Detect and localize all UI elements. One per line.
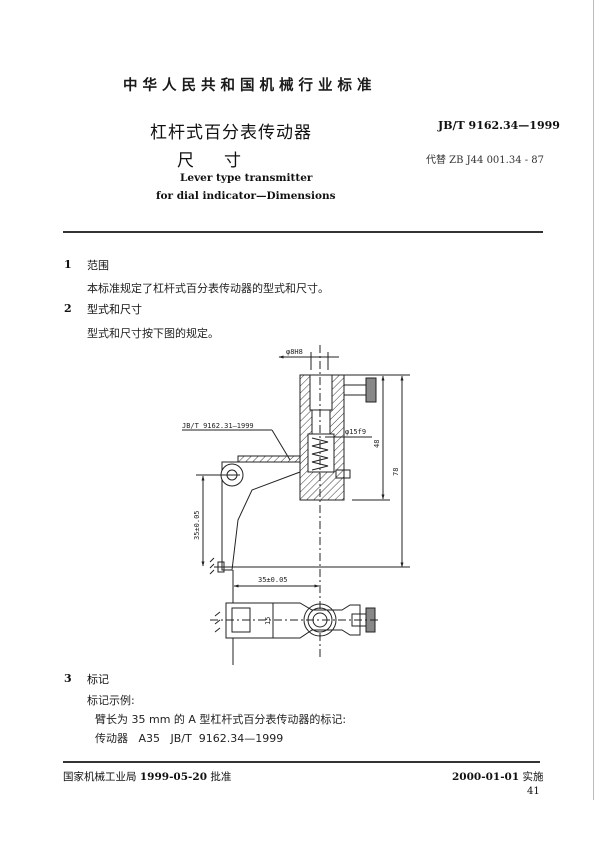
- title-english-line1: Lever type transmitter: [180, 172, 313, 184]
- standard-number: JB/T 9162.34—1999: [438, 119, 560, 132]
- approval-info: 国家机械工业局 1999-05-20 批准: [63, 769, 231, 784]
- section-2-title: 型式和尺寸: [87, 303, 142, 316]
- approval-label: 批准: [210, 771, 232, 783]
- dim-vertical-arm-label: 35±0.05: [193, 510, 201, 540]
- marking-example-label: 标记示例:: [87, 694, 135, 707]
- effective-info: 2000-01-01 实施: [452, 769, 544, 784]
- dim-bore-label: φ8H8: [286, 348, 303, 356]
- title-chinese-line1: 杠杆式百分表传动器: [150, 123, 312, 143]
- dim-width-label: 15: [264, 617, 272, 625]
- approval-date: 1999-05-20: [139, 771, 208, 783]
- replaces-standard: 代替 ZB J44 001.34 - 87: [426, 155, 545, 166]
- dim-shaft-label: φ15f9: [345, 428, 366, 436]
- page-number: 41: [527, 786, 540, 797]
- callout-reference: JB/T 9162.31—1999: [182, 422, 254, 430]
- dim-48-label: 48: [373, 440, 381, 448]
- approval-org: 国家机械工业局: [63, 771, 137, 783]
- title-chinese-line2: 尺寸: [177, 151, 271, 171]
- section-3-number: 3: [64, 672, 72, 685]
- scan-artifact-line: [593, 0, 594, 800]
- title-english-line2: for dial indicator—Dimensions: [156, 190, 336, 202]
- section-1-title: 范围: [87, 259, 109, 272]
- footer-divider: [63, 761, 540, 763]
- section-3-title: 标记: [87, 673, 109, 686]
- dim-78-label: 78: [392, 468, 400, 476]
- section-2-number: 2: [64, 302, 72, 315]
- section-1-number: 1: [64, 258, 72, 271]
- section-1-body: 本标准规定了杠杆式百分表传动器的型式和尺寸。: [87, 282, 329, 295]
- header-divider: [63, 231, 543, 233]
- marking-example-code: 传动器 A35 JB/T 9162.34—1999: [95, 732, 284, 745]
- effective-label: 实施: [522, 771, 544, 783]
- effective-date: 2000-01-01: [452, 771, 520, 783]
- section-2-body: 型式和尺寸按下图的规定。: [87, 327, 219, 340]
- standard-organization: 中华人民共和国机械行业标准: [123, 78, 377, 94]
- marking-example-desc: 臂长为 35 mm 的 A 型杠杆式百分表传动器的标记:: [95, 713, 347, 726]
- dim-horizontal-arm-label: 35±0.05: [258, 576, 288, 584]
